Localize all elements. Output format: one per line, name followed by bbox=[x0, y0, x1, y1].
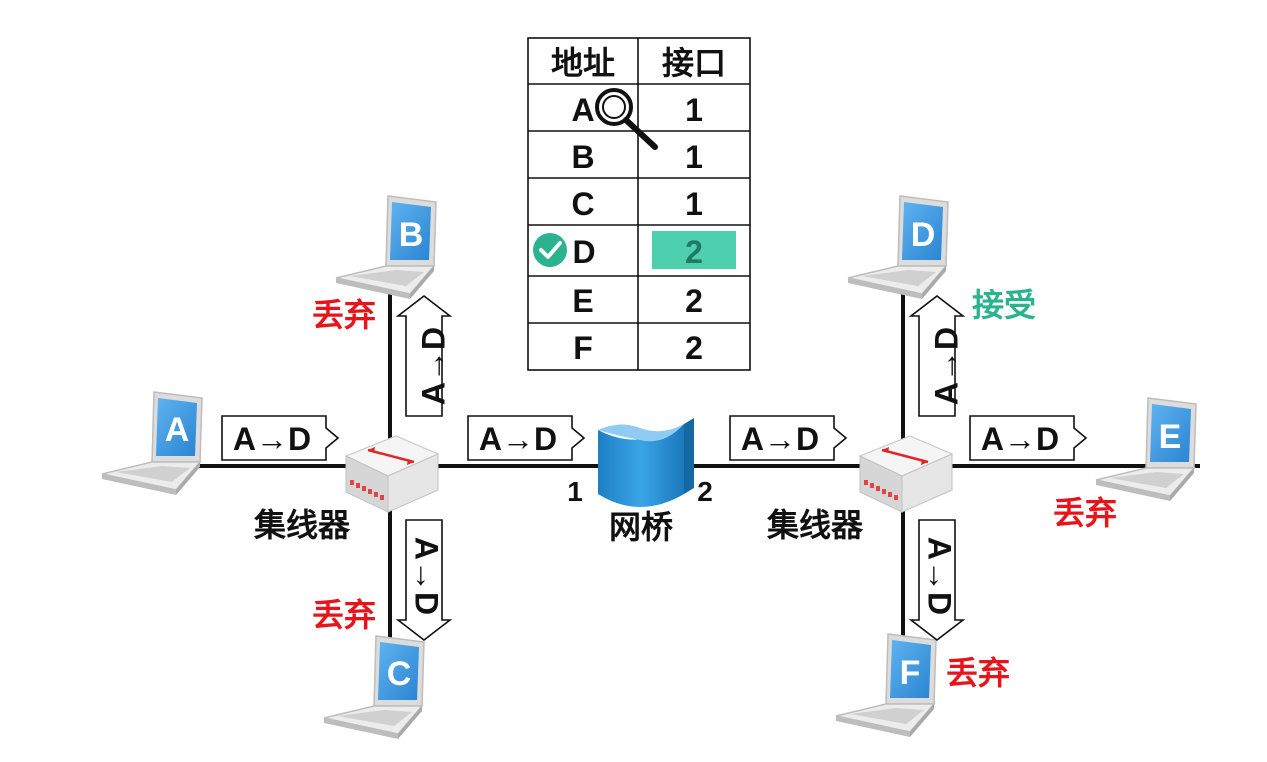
frame-arrow: A→D bbox=[467, 415, 585, 461]
frame-label: A→D bbox=[479, 421, 557, 457]
address-table: 地址 接口 A 1 B 1 C 1 D 2 E 2 F 2 bbox=[527, 37, 751, 371]
table-cell-address: E bbox=[572, 283, 593, 319]
table-cell-port: 1 bbox=[685, 186, 703, 222]
host-f-label: F bbox=[900, 654, 921, 692]
table-header-address: 地址 bbox=[551, 45, 615, 81]
table-cell-address: A bbox=[571, 92, 594, 128]
laptop-icon bbox=[835, 633, 937, 738]
table-cell-address: B bbox=[571, 139, 594, 175]
status-drop-e: 丢弃 bbox=[1053, 495, 1117, 531]
table-header-port: 接口 bbox=[662, 45, 726, 81]
frame-label: A→D bbox=[233, 421, 311, 457]
status-drop-c: 丢弃 bbox=[312, 597, 376, 633]
frame-arrow-down: A→D bbox=[397, 519, 451, 641]
frame-label: A→D bbox=[415, 327, 451, 405]
check-circle-icon bbox=[533, 233, 567, 267]
table-cell-port: 2 bbox=[685, 330, 703, 366]
table-cell-port-highlighted: 2 bbox=[685, 234, 703, 270]
bridge-label: 网桥 bbox=[609, 509, 673, 545]
frame-label: A→D bbox=[928, 327, 964, 405]
host-e-label: E bbox=[1159, 418, 1182, 456]
frame-arrow-down: A→D bbox=[910, 519, 964, 641]
frame-label: A→D bbox=[409, 537, 445, 615]
hub-right-label: 集线器 bbox=[766, 507, 864, 543]
frame-arrow-up: A→D bbox=[397, 295, 451, 417]
hub-icon bbox=[858, 434, 954, 514]
table-cell-port: 1 bbox=[685, 139, 703, 175]
bridge-icon bbox=[598, 418, 694, 507]
frame-arrow: A→D bbox=[729, 415, 847, 461]
frame-label: A→D bbox=[981, 421, 1059, 457]
table-cell-address: C bbox=[571, 186, 594, 222]
frame-arrow-up: A→D bbox=[910, 295, 964, 417]
bridge-port-2: 2 bbox=[697, 476, 713, 507]
host-c-label: C bbox=[387, 655, 412, 693]
frame-label: A→D bbox=[741, 421, 819, 457]
hub-left-label: 集线器 bbox=[253, 507, 351, 543]
frame-label: A→D bbox=[922, 537, 958, 615]
host-a-label: A bbox=[165, 411, 190, 449]
hub-icon bbox=[344, 434, 440, 514]
bridge-port-1: 1 bbox=[567, 476, 583, 507]
table-cell-port: 1 bbox=[685, 92, 703, 128]
status-drop-f: 丢弃 bbox=[946, 655, 1010, 691]
table-cell-port: 2 bbox=[685, 283, 703, 319]
frame-arrow: A→D bbox=[221, 415, 339, 461]
table-cell-address: D bbox=[572, 234, 595, 270]
host-d-label: D bbox=[911, 216, 936, 254]
table-border bbox=[527, 37, 751, 371]
magnifier-icon bbox=[595, 88, 658, 150]
frame-arrow: A→D bbox=[969, 415, 1087, 461]
table-cell-address: F bbox=[573, 330, 593, 366]
status-accept-d: 接受 bbox=[972, 287, 1036, 323]
table-highlight-cell bbox=[652, 231, 736, 269]
host-b-label: B bbox=[399, 216, 424, 254]
status-drop-b: 丢弃 bbox=[312, 297, 376, 333]
